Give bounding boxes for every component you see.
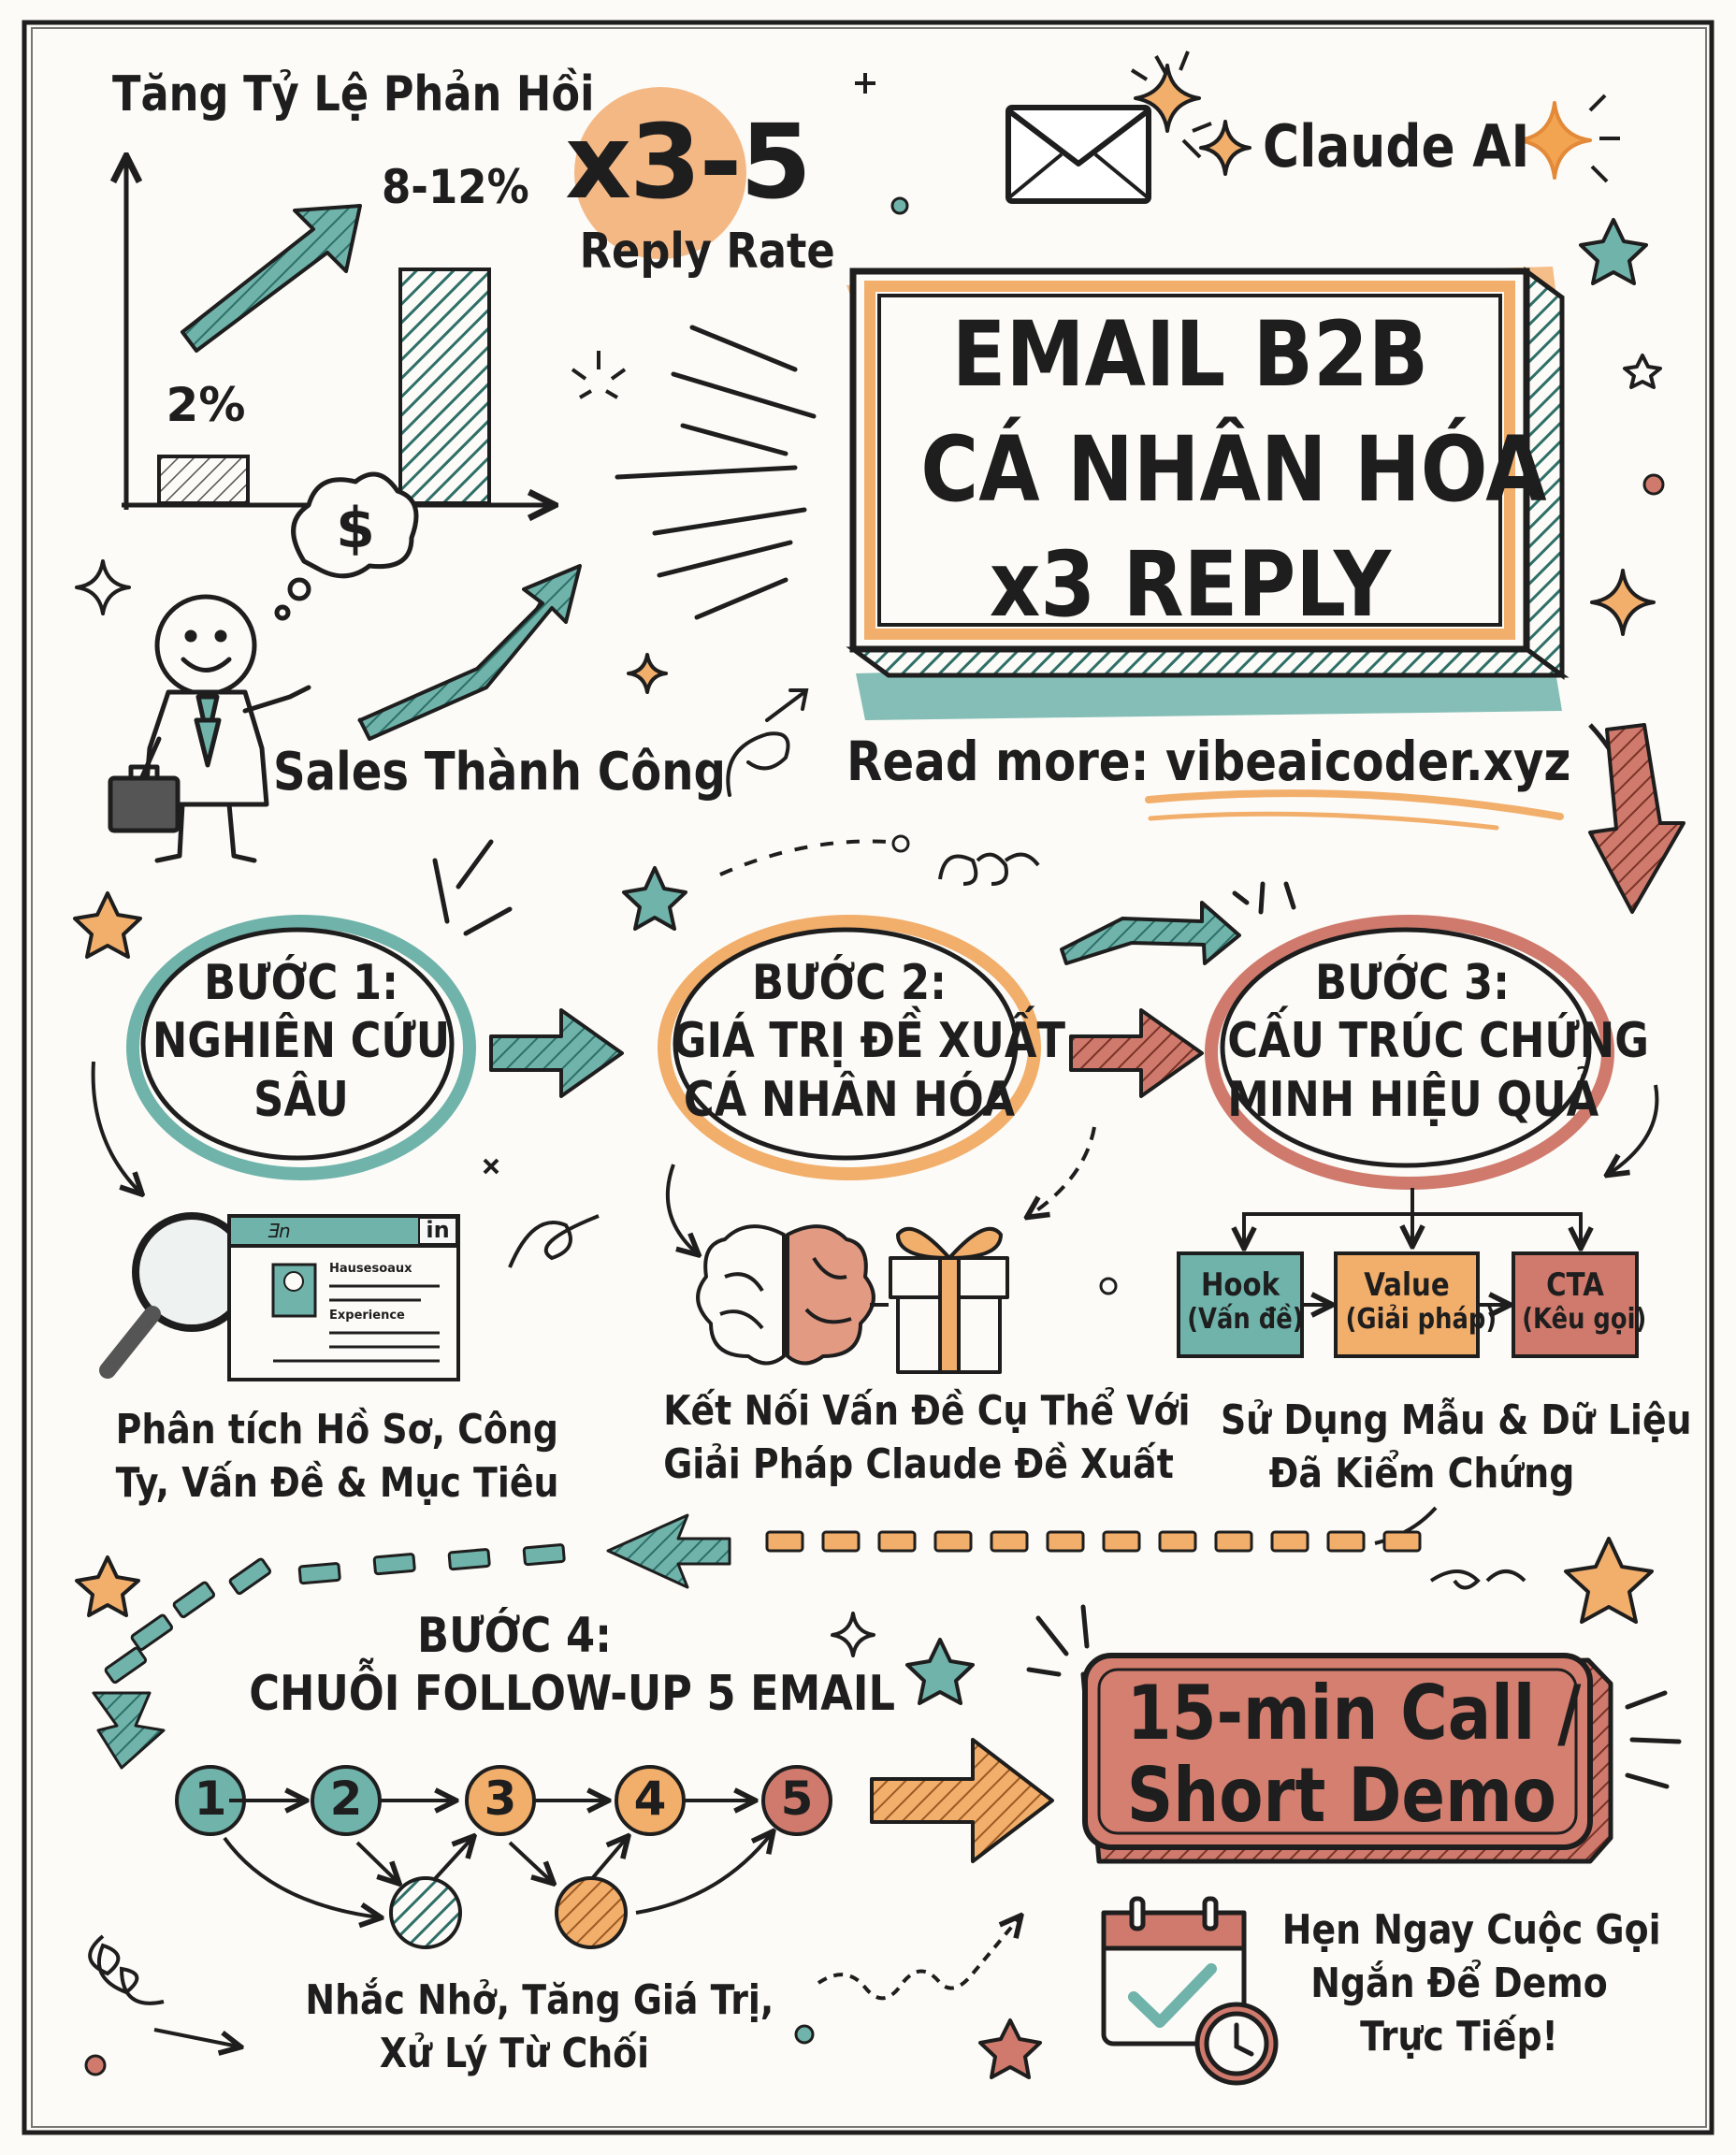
hook-box bbox=[1177, 1251, 1304, 1358]
dollar-icon: $ bbox=[336, 496, 375, 561]
bar-1 bbox=[157, 455, 250, 505]
dash bbox=[522, 1543, 566, 1567]
cta-line-1: 15-min Call / bbox=[1126, 1670, 1582, 1757]
followup-number-3: 3 bbox=[484, 1772, 517, 1826]
chart-title: Tăng Tỷ Lệ Phản Hồi bbox=[112, 66, 595, 123]
step3-caption: Sử Dụng Mẫu & Dữ Liệu Đã Kiểm Chứng bbox=[1221, 1396, 1692, 1498]
dash bbox=[228, 1557, 272, 1596]
dash bbox=[297, 1562, 341, 1585]
salesperson-illustration bbox=[108, 471, 419, 863]
calendar-check-icon bbox=[1101, 1896, 1247, 2047]
hero-title-box bbox=[846, 267, 1570, 720]
followup-email-5 bbox=[761, 1765, 832, 1836]
hook-box-label: Hook (Vấn đề) bbox=[1187, 1266, 1304, 1337]
reply-rate-chart bbox=[122, 159, 552, 510]
multiplier-value: x3-5 bbox=[565, 102, 812, 222]
hero-line-3: x3 REPLY bbox=[989, 531, 1392, 637]
hero-line-1: EMAIL B2B bbox=[951, 302, 1429, 407]
profile-card-name: Hausesoaux bbox=[329, 1262, 412, 1276]
clock-icon bbox=[1194, 2002, 1279, 2086]
dash bbox=[1214, 1530, 1253, 1553]
profile-card-section: Experience bbox=[329, 1309, 405, 1323]
followup-number-4: 4 bbox=[633, 1772, 667, 1826]
step2-ellipse bbox=[658, 915, 1041, 1180]
brain-icon bbox=[696, 1224, 875, 1366]
followup-number-1: 1 bbox=[194, 1772, 227, 1826]
cta-line-2: Short Demo bbox=[1126, 1752, 1557, 1839]
dash bbox=[990, 1530, 1029, 1553]
briefcase-icon bbox=[108, 775, 181, 833]
star-icon bbox=[1579, 218, 1648, 285]
step2-caption: Kết Nối Vấn Đề Cụ Thể Với Giải Pháp Clau… bbox=[663, 1387, 1191, 1489]
return-dash-arrow bbox=[92, 1513, 1422, 1770]
bar-2 bbox=[398, 268, 491, 505]
dash bbox=[1158, 1530, 1197, 1553]
dash bbox=[821, 1530, 861, 1553]
dash bbox=[1046, 1530, 1085, 1553]
step1-caption: Phân tích Hồ Sơ, Công Ty, Vấn Đề & Mục T… bbox=[115, 1406, 559, 1508]
step1-to-2-arrow bbox=[489, 1008, 624, 1098]
dash bbox=[104, 1646, 148, 1685]
dash bbox=[447, 1548, 491, 1571]
salesperson-caption: Sales Thành Công bbox=[273, 742, 726, 803]
step-ellipses bbox=[126, 915, 1614, 1190]
dash bbox=[1382, 1530, 1422, 1553]
growth-arrow bbox=[358, 564, 582, 741]
step4-label: BƯỚC 4: CHUỖI FOLLOW-UP 5 EMAIL bbox=[249, 1608, 895, 1723]
hero-title: EMAIL B2B CÁ NHÂN HÓA x3 REPLY bbox=[920, 297, 1547, 643]
dash bbox=[877, 1530, 917, 1553]
step2-to-3-arrow bbox=[1069, 1008, 1204, 1098]
followup-email-4 bbox=[615, 1765, 686, 1836]
bar-label-high: 8-12% bbox=[382, 160, 529, 214]
bar-label-low: 2% bbox=[166, 378, 246, 432]
followup-number-2: 2 bbox=[329, 1772, 363, 1826]
multiplier-label: Reply Rate bbox=[579, 224, 835, 280]
value-box bbox=[1334, 1251, 1480, 1358]
reminder-node-1 bbox=[389, 1876, 462, 1949]
step3-ellipse bbox=[1205, 915, 1614, 1190]
thought-bubble bbox=[291, 471, 419, 579]
claude-spark-icon bbox=[1517, 101, 1592, 180]
linkedin-badge: in bbox=[426, 1217, 450, 1243]
dash bbox=[1326, 1530, 1366, 1553]
dash bbox=[372, 1553, 416, 1576]
step3-label: BƯỚC 3: CẤU TRÚC CHỨNG MINH HIỆU QUẢ bbox=[1227, 955, 1649, 1128]
brand-name: Claude AI bbox=[1263, 112, 1530, 181]
reminder-node-2 bbox=[555, 1876, 628, 1949]
value-box-label: Value (Giải pháp) bbox=[1345, 1266, 1497, 1337]
dash bbox=[933, 1530, 973, 1553]
read-more-prefix: Read more: bbox=[846, 730, 1150, 793]
cta-box-label: CTA (Kêu gọi) bbox=[1522, 1266, 1647, 1337]
trend-arrow bbox=[181, 204, 362, 353]
profile-card-header: Ǝn bbox=[267, 1220, 291, 1242]
dash bbox=[1102, 1530, 1141, 1553]
step4-caption: Nhắc Nhở, Tăng Giá Trị, Xử Lý Từ Chối bbox=[305, 1976, 774, 2078]
page-frame bbox=[22, 20, 1714, 2135]
multiplier-blob bbox=[574, 87, 746, 259]
read-more-link[interactable]: vibeaicoder.xyz bbox=[1165, 730, 1571, 793]
read-more: Read more: vibeaicoder.xyz bbox=[846, 730, 1570, 793]
linkedin-profile-card bbox=[227, 1214, 460, 1381]
envelope-icon bbox=[1005, 105, 1151, 204]
cta-button[interactable]: 15-min Call / Short Demo bbox=[1126, 1670, 1582, 1839]
dash bbox=[1270, 1530, 1309, 1553]
cta-box bbox=[1080, 1653, 1613, 1864]
followup-number-5: 5 bbox=[780, 1772, 814, 1826]
cta-caption: Hẹn Ngay Cuộc Gọi Ngắn Để Demo Trực Tiếp… bbox=[1281, 1906, 1661, 2061]
dash bbox=[765, 1530, 804, 1553]
dash bbox=[172, 1581, 216, 1619]
cta-box bbox=[1512, 1251, 1639, 1358]
step1-label: BƯỚC 1: NGHIÊN CỨU SÂU bbox=[152, 955, 451, 1128]
step1-ellipse bbox=[126, 915, 476, 1180]
step2-label: BƯỚC 2: GIÁ TRỊ ĐỀ XUẤT CÁ NHÂN HÓA bbox=[672, 955, 1065, 1128]
dash bbox=[130, 1613, 174, 1652]
hero-line-2: CÁ NHÂN HÓA bbox=[920, 416, 1547, 522]
gift-icon bbox=[889, 1226, 1009, 1374]
sparkle-icon bbox=[1134, 64, 1201, 133]
to-cta-arrow bbox=[870, 1738, 1054, 1863]
magnifier-icon bbox=[99, 1212, 252, 1379]
